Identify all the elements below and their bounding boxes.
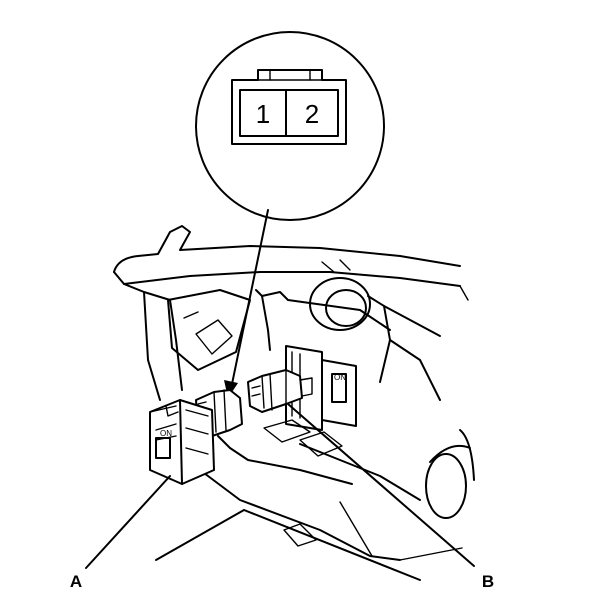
switch-a: ON bbox=[149, 389, 243, 485]
detail-leader-arrow bbox=[224, 209, 269, 398]
callout-b-leader bbox=[287, 403, 475, 567]
switch-b-on-label: ON bbox=[334, 373, 346, 382]
connector-b bbox=[247, 369, 313, 413]
pin-2-label: 2 bbox=[305, 99, 319, 129]
callout-a: A bbox=[70, 572, 82, 591]
connector-detail-circle: 1 2 bbox=[195, 31, 385, 221]
switch-a-on-label: ON bbox=[160, 429, 172, 438]
callout-b: B bbox=[482, 572, 494, 591]
callout-a-leader bbox=[85, 475, 171, 569]
dashboard-panel bbox=[113, 225, 475, 581]
pin-1-label: 1 bbox=[256, 99, 270, 129]
